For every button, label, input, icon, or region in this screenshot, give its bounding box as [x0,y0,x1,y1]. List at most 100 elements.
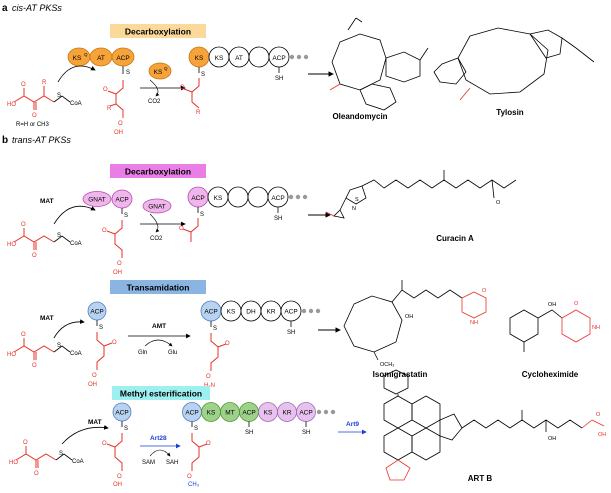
svg-text:O: O [21,222,26,228]
svg-text:S: S [124,213,128,219]
cycloheximide-structure [509,309,591,352]
svg-text:HO: HO [7,102,16,108]
svg-text:S: S [126,70,130,76]
cis-substituent: R=H or CH3 [16,122,50,128]
curacin-mat: MAT [40,198,54,205]
svg-text:S: S [213,326,217,332]
gnat-domain [82,191,112,207]
svg-text:N: N [352,206,356,212]
isomigrastatin-label: Isomigrastatin [373,370,428,379]
transamidation-label: Transamidation [127,283,190,293]
methyl-module-acp2: ACP [242,410,255,417]
svg-text:O: O [180,85,185,91]
methyl-module-ks2: KS [264,410,273,417]
svg-text:O: O [112,340,117,346]
ks-superscript: Q [84,52,88,57]
svg-text:OH: OH [405,314,413,320]
cis-r-label: R [42,80,47,86]
art28-label: Art28 [150,435,167,442]
sah-label: SAH [166,460,178,466]
svg-text:O: O [32,253,37,259]
cis-acp-sh: SH [275,76,283,82]
svg-text:NH: NH [470,320,478,326]
glu-label: Glu [168,350,177,356]
transamidation-module-kr: KR [266,309,275,316]
svg-text:S: S [355,197,359,203]
methyl-module-acp3: ACP [299,410,312,417]
gln-label: Gln [138,350,147,356]
svg-text:OH: OH [113,482,122,488]
svg-text:OH: OH [548,302,556,308]
svg-text:O: O [574,301,579,307]
gnat-label: GNAT [88,197,106,204]
svg-text:OH: OH [88,382,97,388]
methyl-acp-label: ACP [115,410,128,417]
svg-text:O: O [117,474,122,480]
svg-text:O: O [34,471,39,477]
transamidation-mat: MAT [40,315,54,322]
svg-text:R: R [196,110,201,116]
curacin-module-acp1: ACP [191,195,204,202]
curacin-co2: CO2 [150,236,163,242]
methyl-module-mt: MT [225,410,234,417]
svg-text:O: O [103,87,108,93]
svg-text:O: O [102,441,107,447]
cis-decarboxylation-label: Decarboxylation [125,27,191,37]
cis-module: KS KS AT ACP [188,46,309,68]
at-domain-label: AT [97,55,105,62]
methyl-esterification-label: Methyl esterification [120,389,202,399]
section-b-title: trans-AT PKSs [12,135,71,145]
cycloheximide-label: Cycloheximide [522,370,579,379]
curacin-module: ACP KS ACP [187,186,308,208]
svg-text:HO: HO [7,242,16,248]
transamidation-module: ACP KS DH KR ACP [200,300,321,322]
cis-module-ks2: KS [215,55,224,62]
svg-text:O: O [596,412,601,418]
transamidation-acp-sh: SH [287,330,295,336]
methyl-module: ACP KS MT ACP KS KR ACP [182,402,336,422]
svg-text:O: O [32,113,37,119]
curacin-module-ks: KS [214,195,223,202]
svg-text:O: O [102,228,107,234]
transamidation-coa: CoA [70,351,82,357]
svg-text:O: O [21,82,26,88]
curacin-decarboxylation-label-box [110,164,206,178]
svg-text:HO: HO [9,460,18,466]
svg-text:S: S [57,233,61,239]
methyl-module-acp1: ACP [185,410,198,417]
art9-label: Art9 [346,421,359,428]
svg-text:S: S [57,343,61,349]
curacin-coa: CoA [70,241,82,247]
free-ksq-superscript: Q [164,66,168,71]
svg-text:S: S [201,72,205,78]
methyl-mat: MAT [88,419,102,426]
svg-text:S: S [124,426,128,432]
svg-text:S: S [57,93,61,99]
svg-text:HO: HO [7,352,16,358]
cis-decarboxylation-label-box [110,24,206,38]
cis-malonyl-coa [13,86,55,110]
svg-text:O: O [482,288,487,294]
transamidation-module-dh: DH [246,309,256,316]
cis-module-at: AT [235,55,243,62]
art-b-label: ART B [468,474,493,483]
svg-text:OH: OH [598,432,606,438]
methyl-acp3-sh: SH [302,430,310,436]
cis-module-ks1: KS [195,55,204,62]
svg-text:S: S [200,212,204,218]
svg-text:R: R [107,106,112,112]
curacin-module-acp2: ACP [271,195,284,202]
curacin-a-label: Curacin A [436,234,474,243]
svg-text:O: O [206,441,211,447]
svg-text:O: O [21,332,26,338]
methyl-module-kr: KR [282,410,291,417]
curacin-decarboxylation-label: Decarboxylation [125,167,191,177]
svg-text:O: O [118,121,123,127]
svg-text:O: O [32,363,37,369]
cis-co2: CO2 [148,99,161,105]
svg-text:O: O [23,440,28,446]
transamidation-acp-label: ACP [90,309,103,316]
ks-domain-label: KS [73,55,82,62]
